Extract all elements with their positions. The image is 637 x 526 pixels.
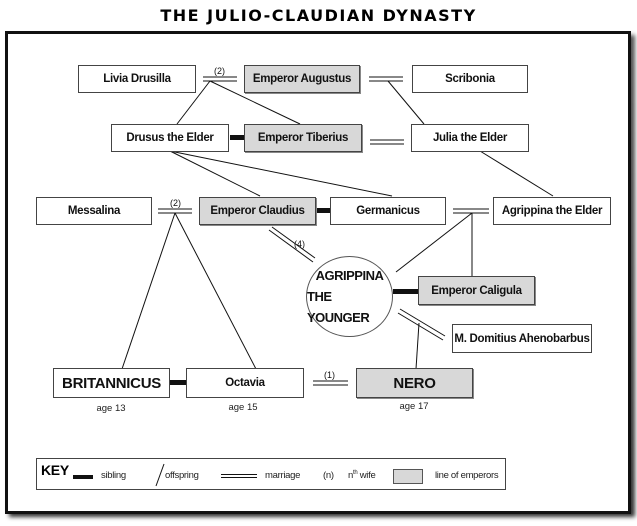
key-marriage-label: marriage [265, 470, 301, 481]
person-m-domitius-ahenobarbus: M. Domitius Ahenobarbus [452, 324, 592, 353]
offspring-line-claudius [169, 150, 261, 197]
marriage-claudius-agrippina-younger [268, 226, 316, 263]
offspring-symbol-icon [155, 463, 165, 487]
person-emperor-tiberius: Emperor Tiberius [244, 124, 362, 152]
person-agrippina-the-elder: Agrippina the Elder [493, 197, 611, 225]
key-offspring-label: offspring [165, 470, 199, 481]
marriage-messalina-claudius [158, 208, 192, 214]
wife-number-claudius-agrippina: (4) [294, 239, 305, 249]
person-emperor-augustus: Emperor Augustus [244, 65, 360, 93]
legend-key: KEY sibling offspring marriage (n) nth w… [36, 458, 506, 490]
agrippina-younger-line1: AGRIPPINA [315, 268, 384, 283]
person-britannicus: BRITANNICUS [53, 368, 170, 398]
emperor-swatch-icon [393, 469, 423, 484]
person-scribonia: Scribonia [412, 65, 528, 93]
person-octavia: Octavia [186, 368, 304, 398]
offspring-line-britannicus [121, 212, 176, 370]
marriage-livia-augustus [203, 76, 237, 82]
diagram-title: THE JULIO-CLAUDIAN DYNASTY [160, 6, 477, 25]
offspring-line-drusus [176, 80, 211, 125]
person-julia-the-elder: Julia the Elder [411, 124, 529, 152]
person-emperor-caligula: Emperor Caligula [418, 276, 535, 305]
nth-n: n [348, 470, 353, 482]
wife-number-claudius-messalina: (2) [170, 198, 181, 208]
sibling-bar-britannicus-octavia [170, 380, 186, 385]
nth-th: th [352, 470, 358, 476]
age-octavia: age 15 [228, 402, 258, 413]
marriage-octavia-nero [313, 380, 348, 386]
offspring-line-julia [387, 80, 425, 125]
offspring-line-germanicus [169, 150, 393, 197]
offspring-line-agrippina-elder [479, 150, 554, 197]
person-emperor-claudius: Emperor Claudius [199, 197, 316, 225]
marriage-symbol-icon [221, 474, 257, 478]
key-sibling-label: sibling [101, 470, 126, 481]
sibling-bar-drusus-tiberius [230, 135, 244, 140]
marriage-germanicus-agrippina-elder [453, 208, 489, 214]
offspring-line-nero [415, 322, 420, 370]
person-livia-drusilla: Livia Drusilla [78, 65, 196, 93]
marriage-tiberius-julia [370, 139, 404, 145]
person-germanicus: Germanicus [330, 197, 446, 225]
sibling-symbol-icon [73, 475, 93, 479]
offspring-line-agrippina-younger [395, 212, 473, 273]
marriage-agrippina-domitius [397, 308, 446, 341]
age-nero: age 17 [399, 401, 429, 412]
marriage-augustus-scribonia [369, 76, 403, 82]
wife-number-augustus-livia: (2) [214, 66, 225, 76]
person-messalina: Messalina [36, 197, 152, 225]
nth-wife-rest: wife [357, 470, 376, 482]
key-nth-wife-label: nth wife [348, 470, 376, 482]
offspring-line-octavia [174, 212, 257, 370]
agrippina-younger-line2: THE YOUNGER [307, 289, 370, 325]
person-agrippina-the-younger: AGRIPPINA THE YOUNGER [306, 256, 393, 337]
person-drusus-the-elder: Drusus the Elder [111, 124, 229, 152]
sibling-bar-agrippina-caligula [393, 289, 418, 294]
key-title: KEY [41, 462, 69, 478]
wife-number-nero-octavia: (1) [324, 370, 335, 380]
offspring-line-tiberius [209, 80, 301, 125]
person-nero: NERO [356, 368, 473, 398]
key-line-of-emperors-label: line of emperors [435, 470, 499, 481]
sibling-bar-claudius-germanicus [316, 208, 330, 213]
key-n-symbol: (n) [323, 470, 334, 481]
age-britannicus: age 13 [96, 403, 126, 414]
